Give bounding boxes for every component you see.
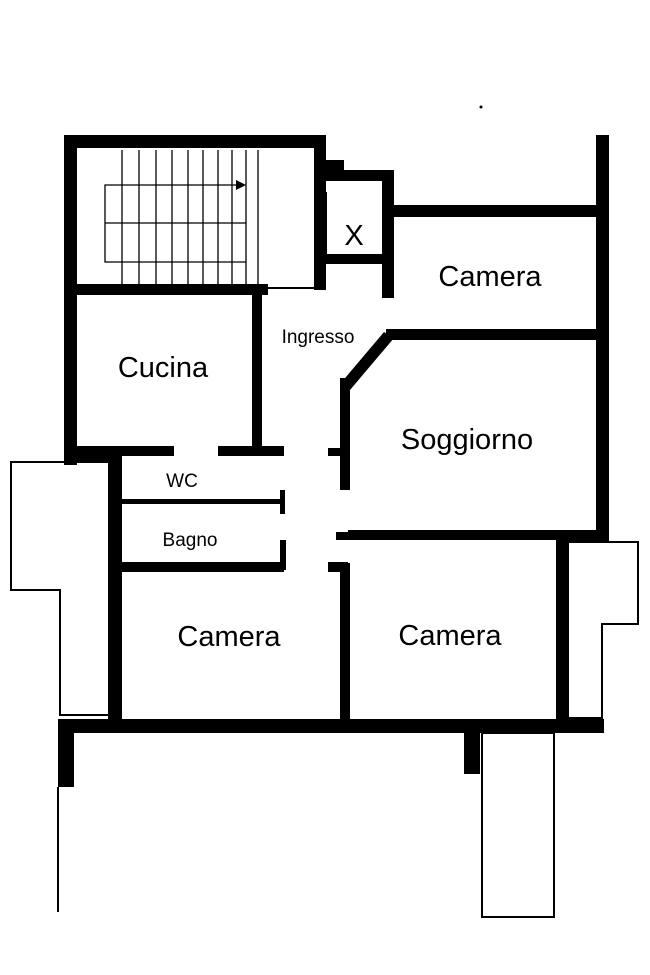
wall-bagno-bottom bbox=[118, 562, 284, 572]
room-label-soggiorno: Soggiorno bbox=[401, 424, 533, 456]
outer-walls bbox=[58, 135, 609, 787]
room-label-ingresso: Ingresso bbox=[282, 327, 355, 348]
dot-mark bbox=[479, 105, 483, 109]
wall-bagno-right bbox=[280, 540, 286, 570]
wall-camera-top bbox=[382, 205, 607, 217]
balcony-left bbox=[10, 461, 108, 716]
thin-outlines bbox=[10, 105, 639, 918]
shaft-wall-left bbox=[314, 135, 326, 290]
shaft-wall-bottom bbox=[318, 254, 394, 264]
wall-wc-right bbox=[280, 490, 285, 514]
interior-walls bbox=[64, 205, 608, 728]
wall-kitchen-bottom-a bbox=[64, 446, 174, 456]
wall-bottom bbox=[64, 719, 604, 733]
shaft-wall-top2 bbox=[318, 170, 394, 181]
wall-soggiorno-left bbox=[340, 378, 350, 490]
wall-left-upper bbox=[64, 135, 77, 465]
wall-soggiorno-lower-stub bbox=[328, 448, 348, 456]
wall-camera-bottom bbox=[386, 329, 608, 340]
room-label-camera-bottom-right: Camera bbox=[398, 620, 502, 652]
room-label-camera-top-right: Camera bbox=[438, 261, 542, 293]
stair-left bbox=[104, 184, 122, 263]
wall-kitchen-top bbox=[64, 284, 268, 295]
wall-soggiorno-bottom bbox=[348, 530, 608, 540]
room-label-bagno: Bagno bbox=[163, 530, 218, 551]
wall-soggiorno-diagonal bbox=[340, 332, 394, 390]
room-label-wc: WC bbox=[166, 471, 198, 492]
wall-right-lower bbox=[556, 538, 569, 728]
wall-top-stair bbox=[64, 135, 326, 148]
room-label-cucina: Cucina bbox=[118, 352, 209, 384]
balcony-right bbox=[569, 541, 639, 719]
wall-kitchen-right bbox=[252, 288, 262, 450]
wall-ingresso-right bbox=[384, 290, 394, 298]
outdoor-path bbox=[481, 732, 555, 918]
wall-kitchen-bottom-b bbox=[218, 446, 284, 456]
stair-arrow-head bbox=[236, 180, 246, 190]
shaft bbox=[314, 135, 394, 298]
shaft-x-mark: X bbox=[344, 220, 363, 252]
wall-camera-divider bbox=[340, 563, 350, 728]
stair-treads bbox=[121, 150, 233, 284]
wall-wc-bottom bbox=[118, 499, 284, 504]
shaft-wall-right bbox=[382, 170, 394, 298]
wall-bottom-left-stub bbox=[58, 719, 74, 787]
room-labels: Camera Ingresso Cucina Soggiorno WC Bagn… bbox=[118, 261, 543, 653]
wall-bottom-pier bbox=[464, 730, 480, 774]
wall-left-mid bbox=[108, 455, 122, 725]
staircase bbox=[104, 150, 259, 284]
wall-camera-divider-stub bbox=[328, 562, 348, 572]
shaft-wall-top bbox=[314, 160, 344, 172]
room-label-camera-bottom-left: Camera bbox=[177, 621, 281, 653]
wall-soggiorno-bottom-stub bbox=[336, 532, 350, 540]
